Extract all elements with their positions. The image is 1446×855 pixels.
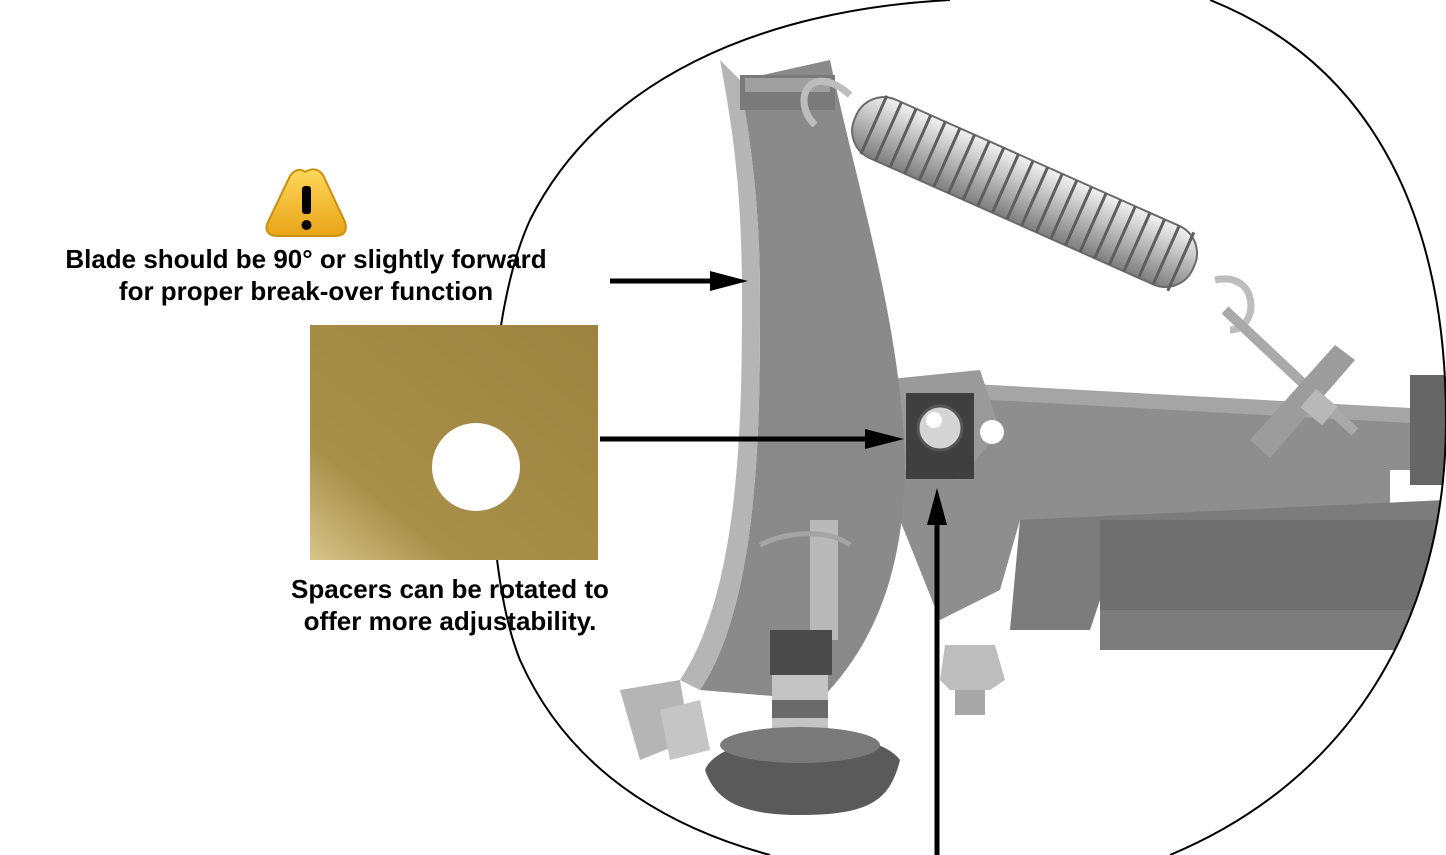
pin bbox=[810, 520, 838, 640]
blade-angle-line2: for proper break-over function bbox=[118, 276, 494, 306]
warning-triangle-icon bbox=[265, 168, 347, 237]
blade-angle-line1: Blade should be 90° or slightly forward bbox=[65, 244, 547, 274]
arrow-up-to-plate bbox=[927, 488, 947, 855]
arrow-to-blade bbox=[610, 271, 748, 291]
spacer-callout: Spacers can be rotated to offer more adj… bbox=[240, 573, 660, 637]
pin-base-collar bbox=[772, 700, 828, 718]
blade-edge bbox=[680, 60, 760, 690]
eye-bolt-nut bbox=[1300, 388, 1338, 426]
lower-bolt bbox=[955, 690, 985, 715]
extension-spring bbox=[851, 95, 1198, 292]
blade-angle-callout: Blade should be 90° or slightly forward … bbox=[6, 243, 606, 307]
spring-hook-top bbox=[800, 77, 853, 128]
bracket-hole bbox=[980, 420, 1004, 444]
bolt-head-shine bbox=[926, 412, 942, 428]
spacer-hole bbox=[432, 423, 520, 511]
frame-end-plate bbox=[1410, 375, 1446, 485]
lower-nut bbox=[940, 645, 1005, 690]
arrow-to-spacer-plate bbox=[600, 429, 904, 449]
pin-clip bbox=[758, 531, 852, 548]
frame-channel bbox=[1100, 520, 1446, 610]
side-nut-2 bbox=[660, 700, 710, 760]
spacer-line1: Spacers can be rotated to bbox=[291, 574, 609, 604]
spacer-sample bbox=[310, 325, 598, 560]
bolt-head bbox=[916, 404, 964, 452]
adjust-plate bbox=[1250, 345, 1355, 458]
arrows bbox=[600, 271, 947, 855]
pin-collar bbox=[770, 630, 832, 675]
blade bbox=[700, 60, 905, 700]
foot-top bbox=[720, 727, 880, 763]
detail-view bbox=[620, 60, 1446, 815]
spacer-line2: offer more adjustability. bbox=[303, 606, 597, 636]
